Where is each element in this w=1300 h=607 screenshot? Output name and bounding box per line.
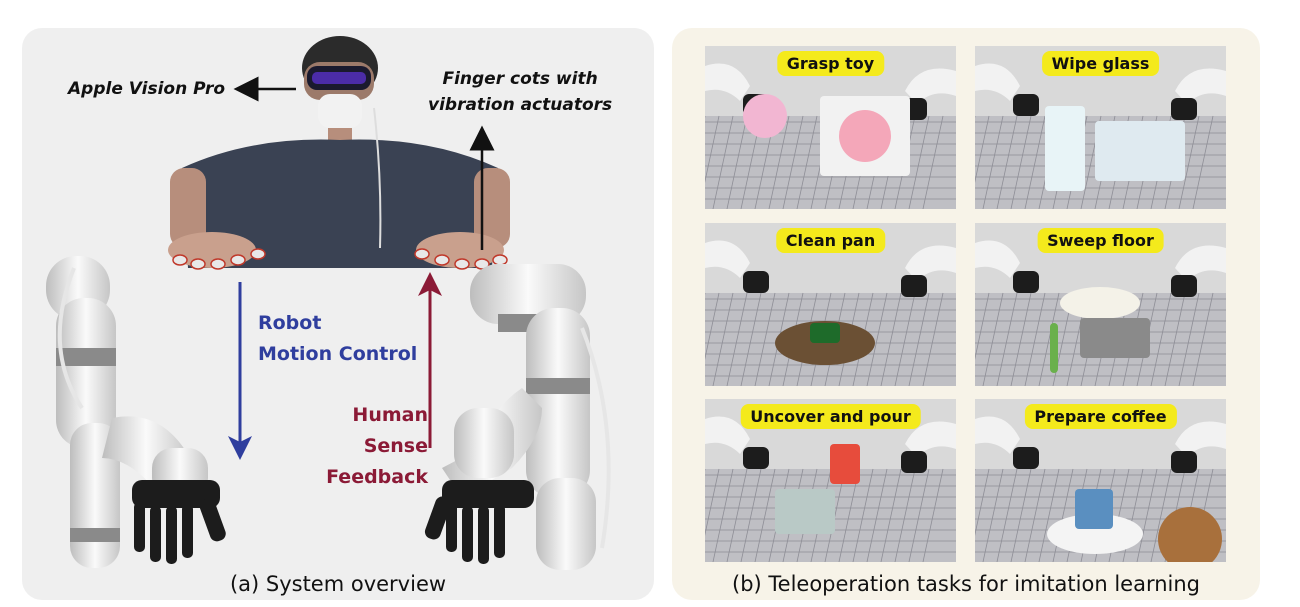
human-feedback-label-line1: Human [352,404,428,426]
task-photo [975,223,1226,386]
right-robot-hand [424,480,534,564]
task-label: Uncover and pour [740,404,921,429]
right-robot-arm [424,264,611,570]
human-feedback-label-line2: Sense Feedback [326,435,428,488]
panel-b-caption: (b) Teleoperation tasks for imitation le… [732,572,1200,596]
task-label: Wipe glass [1041,51,1160,76]
robot-motion-label-line1: Robot [258,312,322,334]
headset-visor [312,72,366,84]
robot-motion-label-line2: Motion Control [258,343,418,365]
finger-cots-label-line2: vibration actuators [428,95,613,115]
panel-a-caption: (a) System overview [229,572,447,596]
task-tile-wipe-glass: Wipe glass [975,46,1226,209]
robot-motion-control-label: Robot Motion Control [258,308,417,370]
left-robot-hand [132,480,226,564]
task-photo [975,46,1226,209]
task-label: Prepare coffee [1024,404,1177,429]
headset-label: Apple Vision Pro [68,79,226,99]
finger-cots-label-line1: Finger cots with [442,69,598,89]
task-tile-clean-pan: Clean pan [705,223,956,386]
finger-cots-label: Finger cots with vibration actuators [428,66,612,118]
task-tile-grasp-toy: Grasp toy [705,46,956,209]
task-tile-prepare-coffee: Prepare coffee [975,399,1226,562]
system-overview-panel: Apple Vision Pro Finger cots with vibrat… [22,28,654,600]
task-photo [975,399,1226,562]
task-label: Grasp toy [776,51,885,76]
task-tile-uncover-and-pour: Uncover and pour [705,399,956,562]
human-sense-feedback-label: Human Sense Feedback [258,400,428,493]
left-robot-arm [46,256,226,568]
system-overview-illustration [46,36,611,570]
task-tile-sweep-floor: Sweep floor [975,223,1226,386]
task-label: Clean pan [775,228,886,253]
task-label: Sweep floor [1037,228,1164,253]
